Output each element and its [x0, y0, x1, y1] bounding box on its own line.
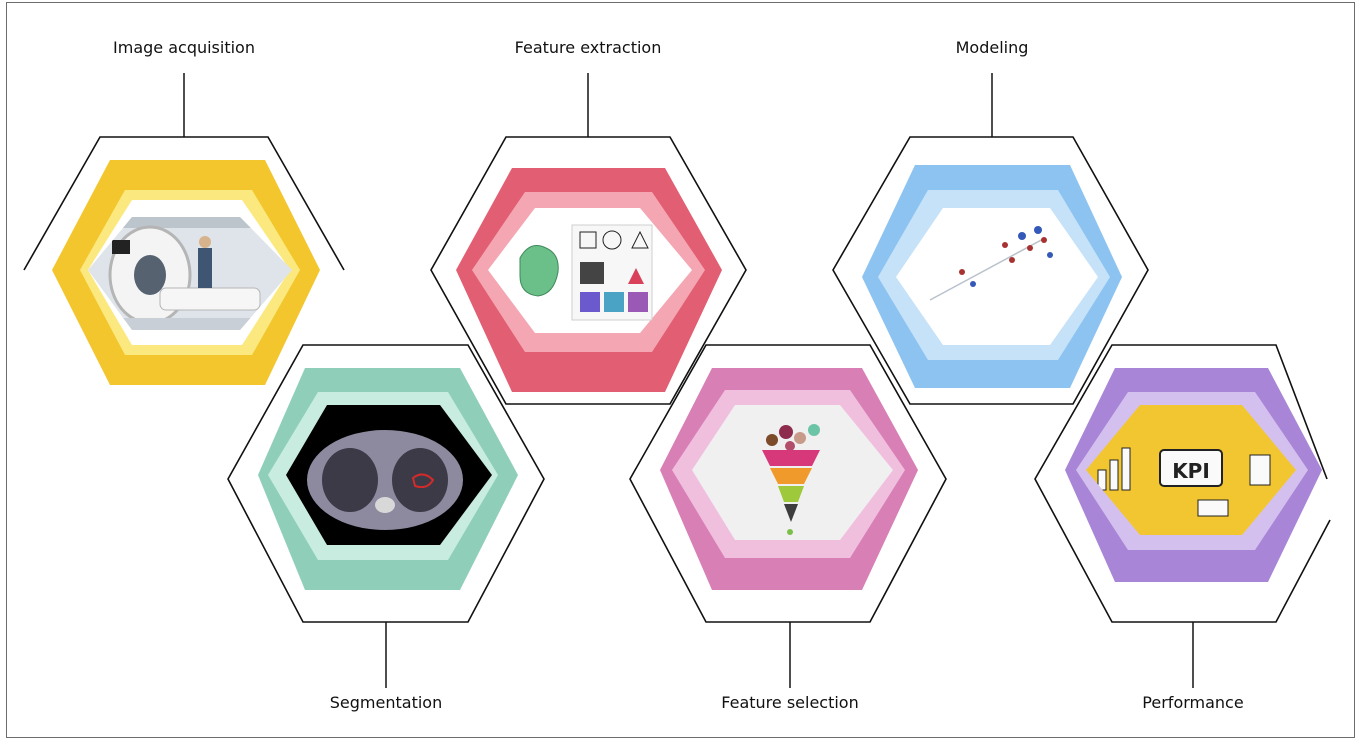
kpi-artwork-lettering: KPI — [1172, 459, 1210, 483]
hexagon-modeling — [862, 165, 1122, 388]
outline-hexagon-feature-selection — [629, 344, 947, 623]
feature-funnel-image — [762, 424, 820, 535]
label-feature-selection: Feature selection — [721, 693, 859, 712]
kpi-illustration-image — [1097, 447, 1271, 517]
hexagon-performance: KPI — [1065, 368, 1322, 582]
connector-lines — [183, 73, 1194, 688]
scatter-plot-image — [929, 226, 1053, 301]
hexagon-feature-extraction — [456, 168, 722, 392]
figure-frame — [6, 2, 1355, 738]
label-image-acquisition: Image acquisition — [113, 38, 255, 57]
outline-hexagon-feature-extraction — [430, 136, 747, 405]
outline-hexagon-segmentation — [227, 344, 545, 623]
hexagon-image-acquisition — [52, 160, 320, 385]
label-segmentation: Segmentation — [329, 693, 443, 712]
feature-extraction-graphic-image — [519, 224, 653, 321]
outline-hexagon-image-acquisition — [23, 136, 345, 271]
hexagon-segmentation — [258, 368, 518, 590]
outline-hexagons — [23, 136, 1331, 623]
outline-hexagon-modeling — [832, 136, 1149, 405]
label-performance: Performance — [1142, 693, 1244, 712]
ct-slice-segmentation-image — [307, 430, 463, 530]
hex-inner-panel — [896, 208, 1098, 345]
outline-hexagon-performance — [1034, 344, 1331, 623]
label-feature-extraction: Feature extraction — [514, 38, 662, 57]
hexagon-feature-selection — [660, 368, 918, 590]
label-modeling: Modeling — [955, 38, 1029, 57]
